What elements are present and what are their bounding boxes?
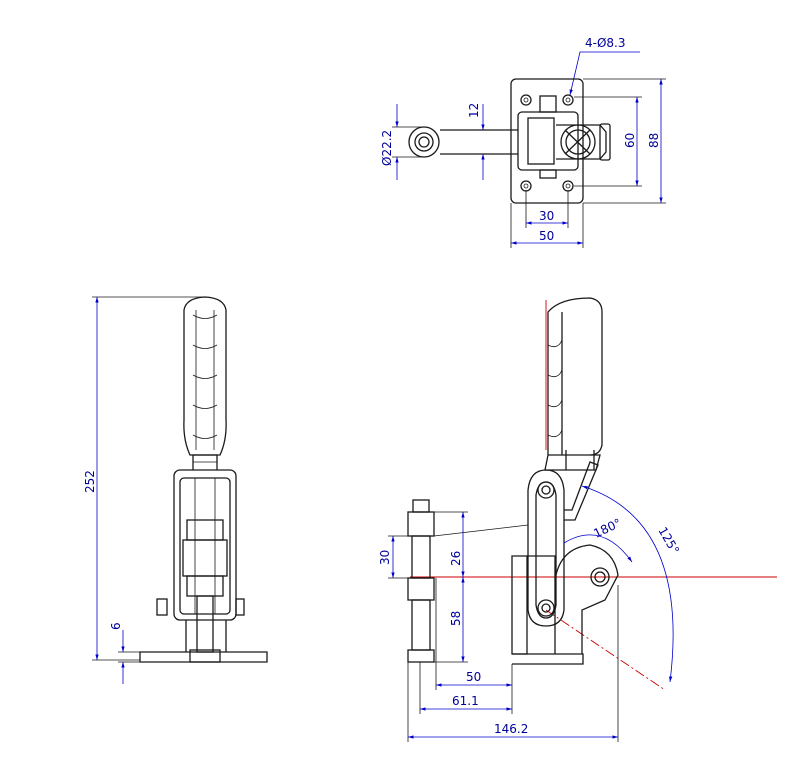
mounting-holes	[520, 94, 574, 192]
dim-88: 88	[647, 133, 661, 148]
dim-6: 6	[109, 622, 123, 630]
front-view: 180° 125° 30 26 58 50 61.1 146.2	[378, 297, 777, 742]
dim-30-top: 30	[539, 209, 554, 223]
clamp-arm-top	[517, 95, 611, 179]
dim-dia-handle: Ø22.2	[380, 130, 394, 166]
dim-30-front: 30	[378, 550, 392, 565]
angle-180: 180°	[591, 516, 623, 541]
top-view: 4-Ø8.3 Ø22.2 12 60 88 30 50	[380, 36, 666, 248]
dim-12: 12	[467, 103, 481, 118]
dim-26: 26	[449, 551, 463, 566]
front-handle	[544, 454, 601, 471]
clamp-lever	[527, 461, 599, 521]
dim-146-2: 146.2	[494, 722, 528, 736]
hole-spec-label: 4-Ø8.3	[585, 36, 626, 50]
dim-50-top: 50	[539, 229, 554, 243]
dim-60: 60	[623, 133, 637, 148]
dim-58: 58	[449, 611, 463, 626]
dim-61-1: 61.1	[452, 694, 479, 708]
handle-top	[408, 126, 518, 158]
side-view: 252 6	[83, 296, 268, 684]
side-base	[139, 651, 268, 663]
dim-252: 252	[83, 470, 97, 493]
dim-50-front: 50	[466, 670, 481, 684]
angle-125: 125°	[655, 525, 682, 557]
base-plate	[510, 78, 584, 204]
side-handle	[183, 296, 227, 456]
